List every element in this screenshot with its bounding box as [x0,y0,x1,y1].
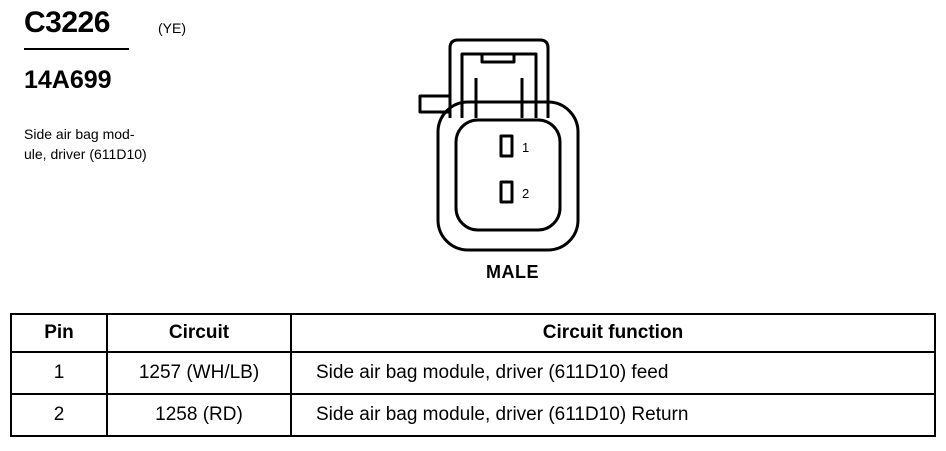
cell-circuit: 1257 (WH/LB) [106,351,292,395]
header-circuit: Circuit [106,313,292,353]
connector-body-outer [436,100,580,252]
cell-pin: 1 [10,351,108,395]
header-circuit-function: Circuit function [290,313,936,353]
color-code: (YE) [158,20,186,36]
connector-body-inner [454,118,562,232]
pin-2-terminal [499,180,514,204]
connector-id-underline [24,48,129,50]
part-number: 14A699 [24,66,112,94]
key-slot [460,52,538,118]
table-header-row: Pin Circuit Circuit function [10,313,936,353]
pin-1-label: 1 [522,140,529,155]
cell-circuit: 1258 (RD) [106,393,292,437]
cell-circuit-function: Side air bag module, driver (611D10) fee… [290,351,936,395]
key-notch [480,54,516,64]
description-line-1: Side air bag mod- [24,126,135,142]
table-row: 1 1257 (WH/LB) Side air bag module, driv… [10,351,936,395]
cell-pin: 2 [10,393,108,437]
table-row: 2 1258 (RD) Side air bag module, driver … [10,393,936,437]
pin-1-terminal [499,134,514,158]
description-line-2: ule, driver (611D10) [24,146,147,162]
cell-circuit-function: Side air bag module, driver (611D10) Ret… [290,393,936,437]
connector-face-diagram: 1 2 [418,38,580,252]
connector-gender-label: MALE [486,262,539,282]
pin-circuit-table: Pin Circuit Circuit function 1 1257 (WH/… [10,313,936,437]
connector-housing-top [448,38,550,118]
connector-description: Side air bag mod- ule, driver (611D10) [24,124,184,164]
pin-2-label: 2 [522,186,529,201]
header-pin: Pin [10,313,108,353]
latch-tab [418,94,450,114]
connector-id: C3226 [24,6,110,39]
